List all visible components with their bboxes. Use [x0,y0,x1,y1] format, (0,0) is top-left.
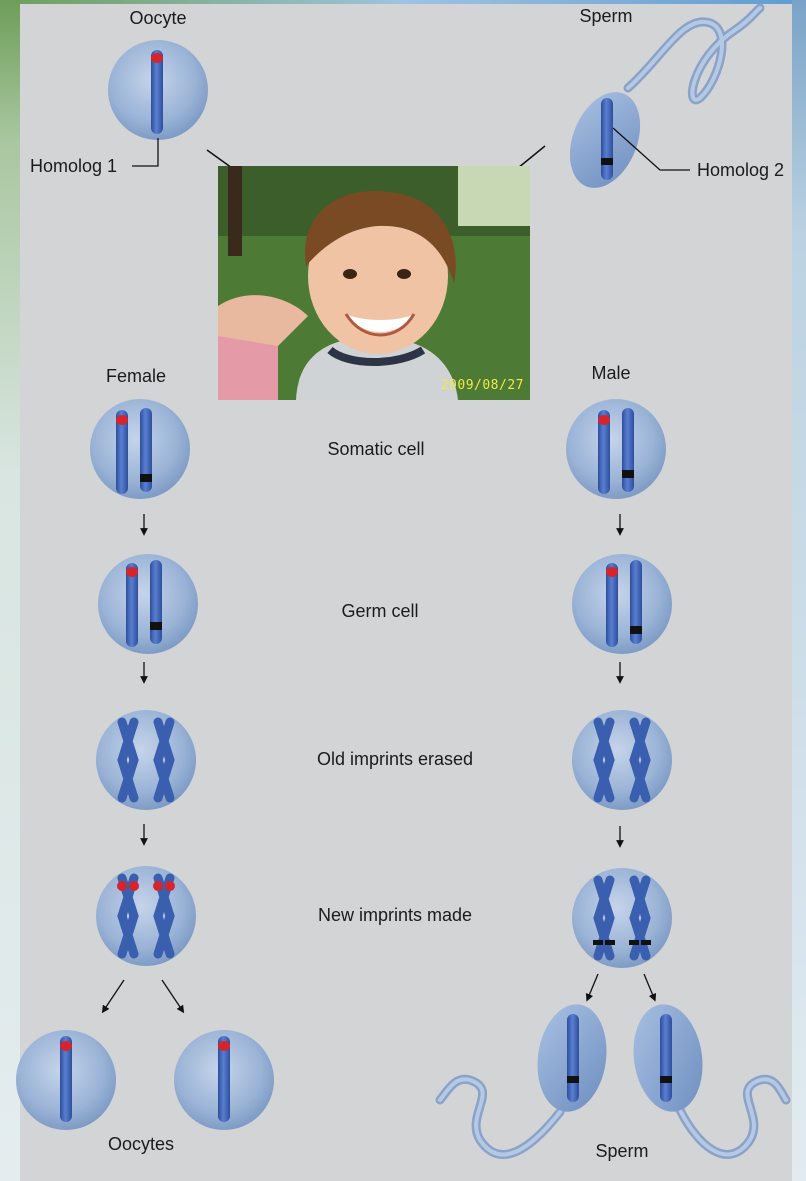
female-new-imprints-cell [96,866,196,966]
male-somatic-cell [566,399,666,499]
label-germ-cell: Germ cell [341,601,418,622]
male-erased-cell [572,710,672,810]
female-germ-cell [98,554,198,654]
oocyte-left-cell [16,1030,116,1130]
female-erased-cell [96,710,196,810]
sperm-right-cell [627,1000,786,1155]
label-sperm-bottom: Sperm [595,1141,648,1162]
female-arrow-split-left [104,980,124,1010]
sperm-to-photo-line [518,146,545,168]
label-male: Male [591,363,630,384]
label-homolog1: Homolog 1 [30,156,117,177]
female-somatic-cell [90,399,190,499]
label-somatic-cell: Somatic cell [327,439,424,460]
child-photo: 2009/08/27 [218,166,530,400]
label-female: Female [106,366,166,387]
male-arrow-split-left [588,974,598,998]
female-arrow-split-right [162,980,182,1010]
child-photo-illustration [218,166,530,400]
male-germ-cell [572,554,672,654]
sperm-left-cell [440,1000,613,1155]
label-sperm-top: Sperm [579,6,632,27]
label-homolog2: Homolog 2 [697,160,784,181]
photo-date-stamp: 2009/08/27 [441,378,524,393]
homolog1-leader-line [132,138,158,166]
oocyte-right-cell [174,1030,274,1130]
top-oocyte-cell [108,40,208,140]
label-old-imprints-erased: Old imprints erased [317,749,473,770]
label-new-imprints-made: New imprints made [318,905,472,926]
male-new-imprints-cell [572,868,672,968]
label-oocytes: Oocytes [108,1134,174,1155]
label-oocyte: Oocyte [129,8,186,29]
male-arrow-split-right [644,974,654,998]
